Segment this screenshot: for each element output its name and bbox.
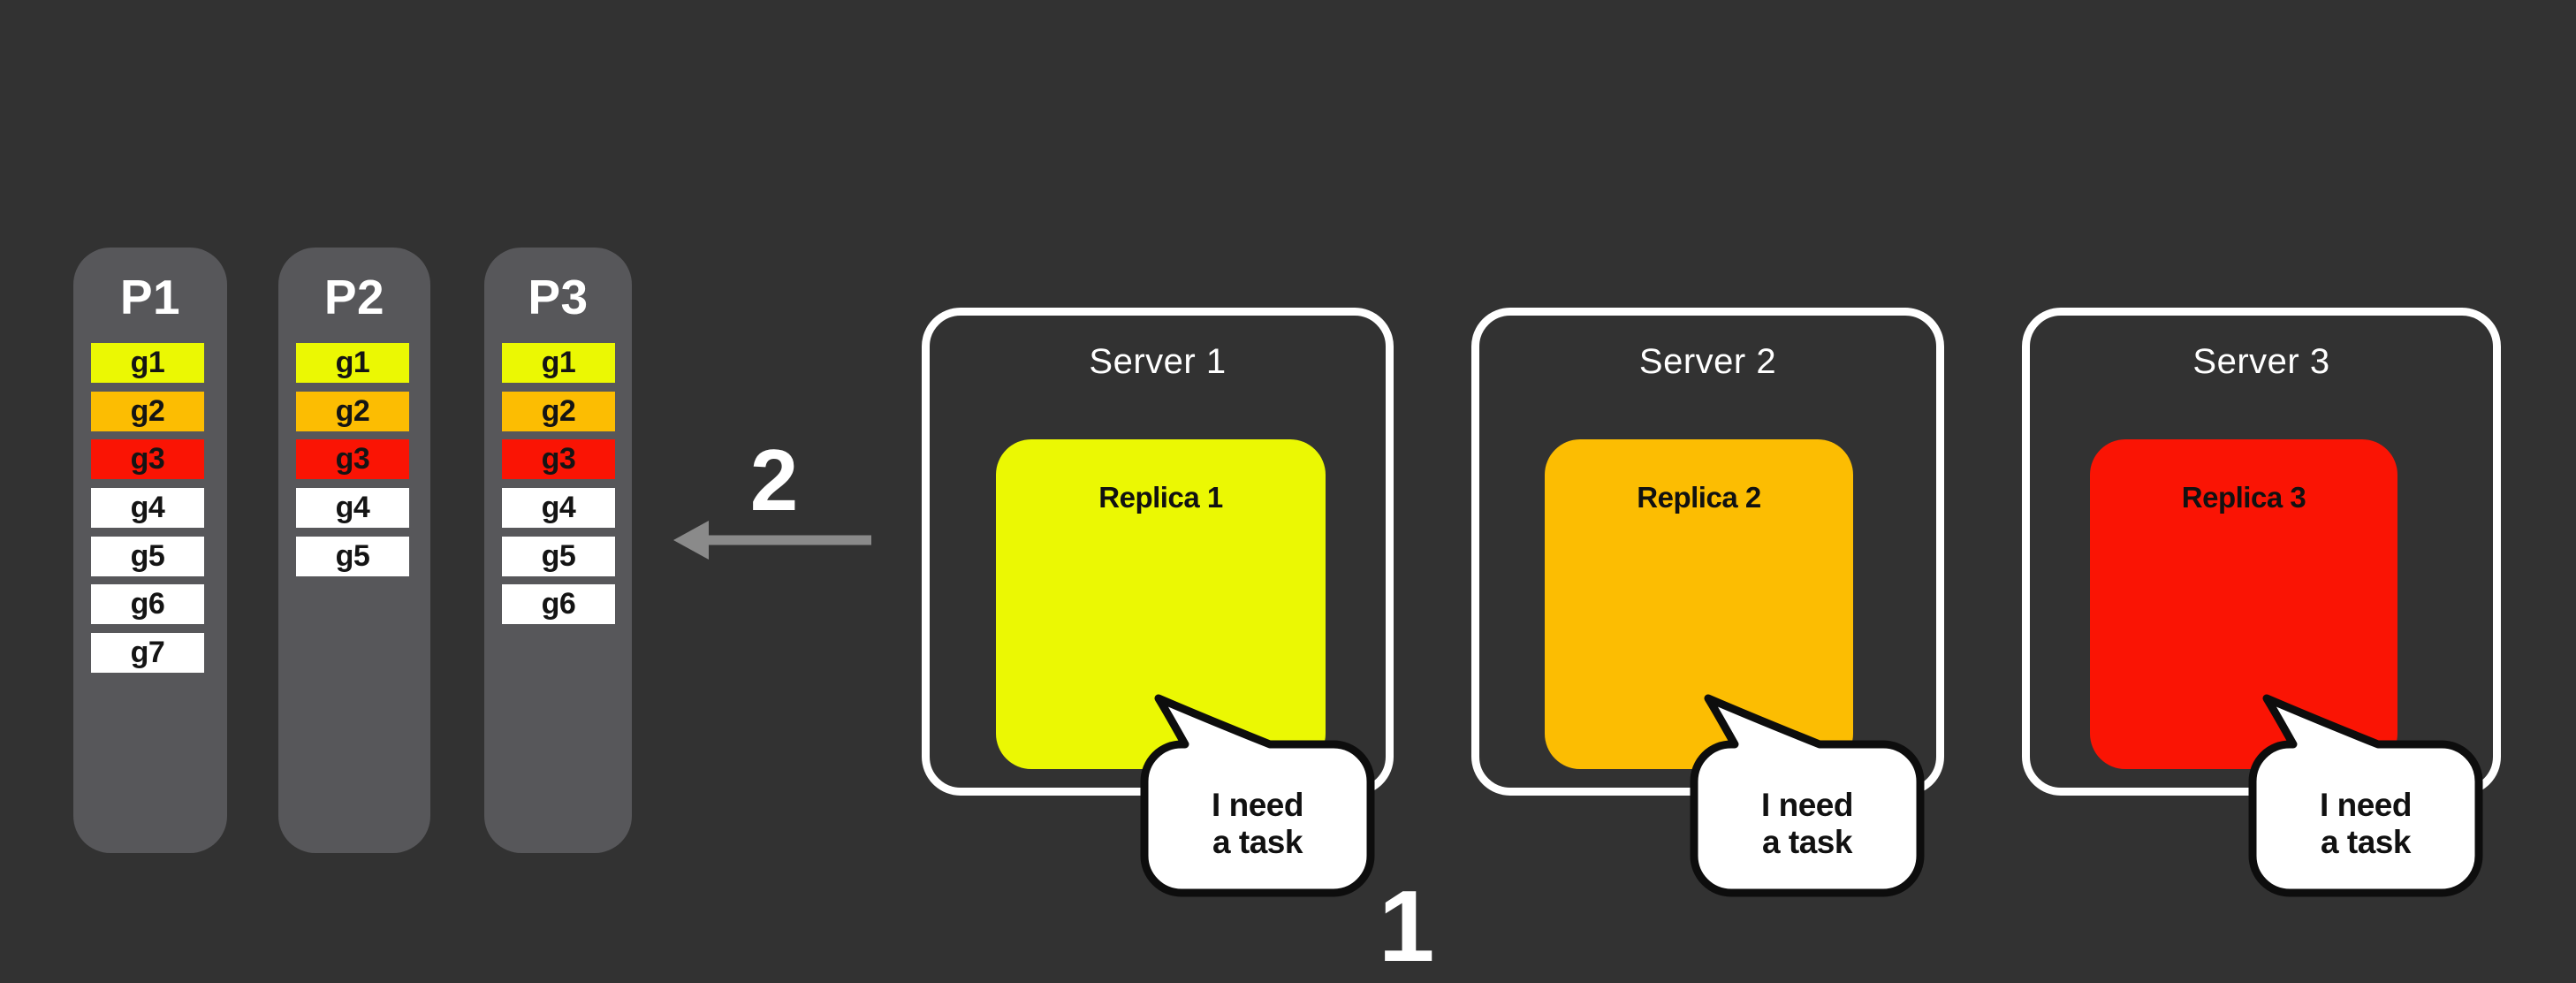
- replica-title: Replica 1: [1098, 481, 1223, 514]
- bubble-text-line2: a task: [1762, 824, 1853, 860]
- replica-title: Replica 2: [1637, 481, 1761, 514]
- speech-bubble-shape: [1140, 694, 1375, 897]
- server-box-3: Server 3 Replica 3: [2022, 308, 2501, 796]
- task-block-p3-g2: g2: [502, 392, 615, 431]
- task-block-p1-g4: g4: [91, 488, 204, 528]
- task-label: g4: [541, 491, 576, 524]
- bubble-text-line1: I need: [1761, 787, 1853, 823]
- replica-box-2: Replica 2: [1545, 439, 1853, 769]
- task-label: g3: [335, 442, 370, 476]
- task-label: g5: [541, 539, 576, 573]
- step-2-label: 2: [749, 431, 799, 529]
- task-block-p3-g3: g3: [502, 439, 615, 479]
- replica-title: Replica 3: [2181, 481, 2306, 514]
- task-block-p3-g6: g6: [502, 584, 615, 624]
- task-block-p1-g6: g6: [91, 584, 204, 624]
- task-label: g1: [335, 346, 370, 379]
- bubble-text-line2: a task: [2321, 824, 2412, 860]
- task-block-p1-g3: g3: [91, 439, 204, 479]
- task-block-p2-g4: g4: [296, 488, 409, 528]
- speech-bubble-3: I need a task: [2248, 694, 2483, 897]
- bubble-text-line1: I need: [2320, 787, 2412, 823]
- task-label: g1: [541, 346, 576, 379]
- partition-column-p1: P1 g1 g2 g3 g4 g5 g6 g7: [73, 248, 227, 853]
- partition-title: P3: [528, 270, 589, 324]
- task-label: g6: [130, 587, 165, 621]
- task-block-p1-g5: g5: [91, 537, 204, 576]
- server-title: Server 1: [1089, 342, 1227, 381]
- task-block-p2-g3: g3: [296, 439, 409, 479]
- partition-column-p3: P3 g1 g2 g3 g4 g5 g6: [484, 248, 632, 853]
- speech-bubble-shape: [1690, 694, 1925, 897]
- task-block-p2-g5: g5: [296, 537, 409, 576]
- speech-bubble-2: I need a task: [1690, 694, 1925, 897]
- speech-bubble-1: I need a task: [1140, 694, 1375, 897]
- task-block-p2-g2: g2: [296, 392, 409, 431]
- task-block-p1-g1: g1: [91, 343, 204, 383]
- task-label: g7: [130, 636, 165, 669]
- task-label: g6: [541, 587, 576, 621]
- task-label: g5: [130, 539, 165, 573]
- diagram-canvas: P1 g1 g2 g3 g4 g5 g6 g7 P2 g1 g2 g3 g4 g…: [73, 248, 2501, 978]
- server-title: Server 2: [1638, 342, 1777, 381]
- partition-title: P1: [119, 270, 181, 324]
- task-block-p3-g1: g1: [502, 343, 615, 383]
- task-label: g3: [541, 442, 576, 476]
- task-label: g2: [335, 394, 370, 428]
- task-label: g2: [130, 394, 165, 428]
- step-1-label: 1: [1379, 871, 1435, 983]
- partition-title: P2: [323, 270, 385, 324]
- task-label: g1: [130, 346, 165, 379]
- replica-box-1: Replica 1: [996, 439, 1326, 769]
- task-block-p3-g4: g4: [502, 488, 615, 528]
- task-label: g5: [335, 539, 370, 573]
- partition-column-p2: P2 g1 g2 g3 g4 g5: [278, 248, 430, 853]
- task-block-p2-g1: g1: [296, 343, 409, 383]
- arrow-shaft: [702, 535, 871, 545]
- server-title: Server 3: [2192, 342, 2330, 381]
- server-box-2: Server 2 Replica 2: [1471, 308, 1944, 796]
- task-block-p3-g5: g5: [502, 537, 615, 576]
- task-label: g4: [130, 491, 165, 524]
- arrow-head: [673, 521, 709, 560]
- task-block-p1-g2: g2: [91, 392, 204, 431]
- task-label: g3: [130, 442, 165, 476]
- task-block-p1-g7: g7: [91, 633, 204, 673]
- bubble-text-line1: I need: [1212, 787, 1303, 823]
- speech-bubble-shape: [2248, 694, 2483, 897]
- bubble-text-line2: a task: [1212, 824, 1303, 860]
- replica-box-3: Replica 3: [2090, 439, 2397, 769]
- task-label: g2: [541, 394, 576, 428]
- flow-arrow-left: [673, 521, 871, 560]
- task-label: g4: [335, 491, 370, 524]
